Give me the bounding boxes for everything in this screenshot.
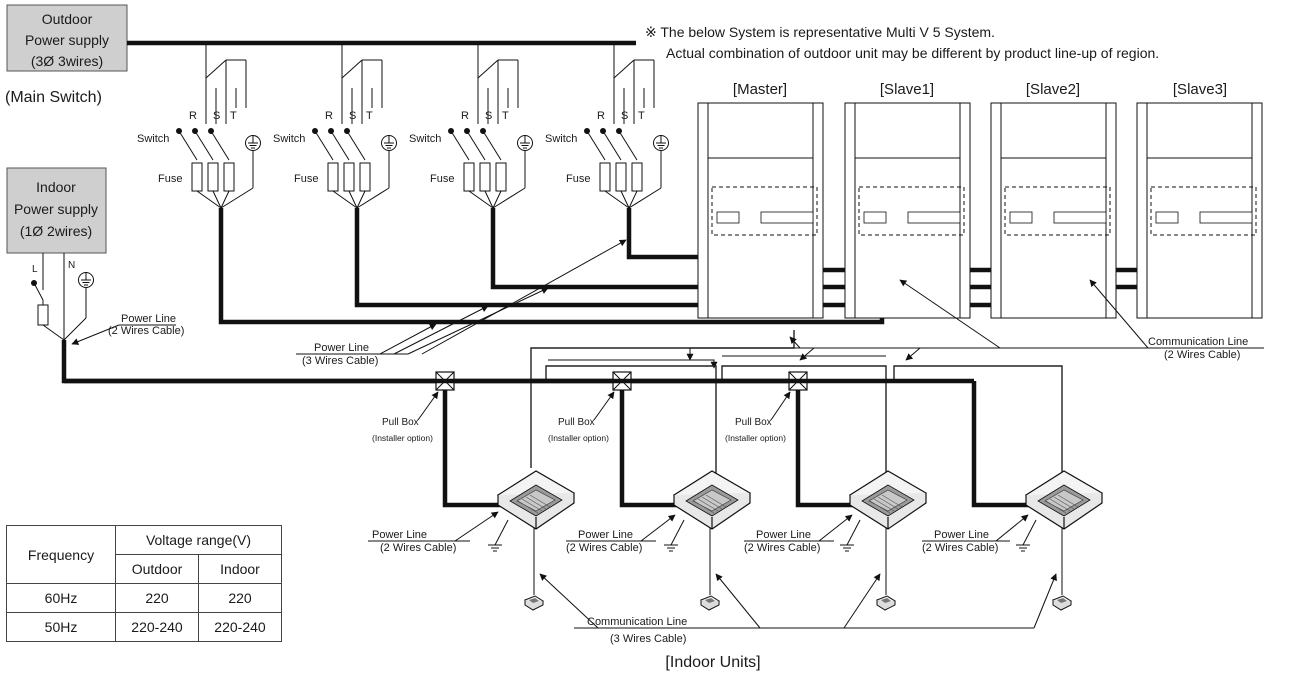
svg-text:Fuse: Fuse [294,173,318,185]
svg-text:(2 Wires Cable): (2 Wires Cable) [744,542,820,554]
power-line-3w-cable: (3 Wires Cable) [302,355,378,367]
pull-box-label-2: Pull Box (Installer option) [548,391,615,443]
svg-text:R: R [461,110,469,122]
outdoor-unit-slave3 [1136,102,1263,319]
svg-text:R: R [189,110,197,122]
col-indoor: Indoor [198,554,282,584]
svg-text:R: R [597,110,605,122]
svg-text:S: S [621,110,628,122]
svg-text:T: T [366,110,373,122]
indoor-supply-line3: (1Ø 2wires) [20,223,92,239]
outdoor-unit-slave1 [844,102,971,319]
indoor-power-label-4: Power Line (2 Wires Cable) [922,514,1029,554]
col-frequency: Frequency [6,525,116,584]
indoor-power-label-2: Power Line (2 Wires Cable) [566,514,676,554]
svg-text:Pull Box: Pull Box [558,417,595,428]
system-note-line1: ※ The below System is representative Mul… [645,24,995,40]
voltage-range-table: Frequency Voltage range(V) Outdoor Indoo… [6,525,282,642]
indoor-power-drops [442,381,1034,508]
svg-text:Switch: Switch [137,133,169,145]
outdoor-supply-line3: (3Ø 3wires) [31,53,103,69]
indoor-supply-wiring: L N [31,253,94,341]
col-voltage-range: Voltage range(V) [115,525,282,555]
table-row: 50Hz 220-240 220-240 [6,612,282,642]
svg-text:(Installer option): (Installer option) [725,433,786,443]
outdoor-unit-master [697,102,824,319]
indoor-power-label-3: Power Line (2 Wires Cable) [744,514,853,554]
svg-text:(Installer option): (Installer option) [372,433,433,443]
indoor-n-label: N [68,260,75,271]
comm-3w-cable: (3 Wires Cable) [610,633,686,645]
indoor-unit-3 [840,470,927,611]
indoor-units-label: [Indoor Units] [665,654,760,671]
indoor-unit-2 [664,470,751,611]
indoor-supply-line1: Indoor [36,179,76,195]
indoor-supply-line2: Power supply [14,201,98,217]
svg-text:Pull Box: Pull Box [382,417,419,428]
power-line-3w-label: Power Line [314,342,369,354]
comm-2w-label: Communication Line [1148,336,1248,348]
pull-box-label-3: Pull Box (Installer option) [725,391,791,443]
indoor-power-line-label: Power Line [121,313,176,325]
comm-2w-cable: (2 Wires Cable) [1164,349,1240,361]
slave2-label: [Slave2] [1026,81,1080,98]
outdoor-supply-line1: Outdoor [42,11,93,27]
svg-text:T: T [230,110,237,122]
svg-text:Fuse: Fuse [430,173,454,185]
svg-text:Pull Box: Pull Box [735,417,772,428]
svg-text:Power Line: Power Line [372,529,427,541]
svg-text:Switch: Switch [273,133,305,145]
svg-text:(2 Wires Cable): (2 Wires Cable) [380,542,456,554]
indoor-l-label: L [32,264,38,275]
svg-text:R: R [325,110,333,122]
system-note-line2: Actual combination of outdoor unit may b… [666,45,1159,61]
svg-text:(2 Wires Cable): (2 Wires Cable) [566,542,642,554]
svg-text:Fuse: Fuse [566,173,590,185]
outdoor-supply-line2: Power supply [25,32,109,48]
svg-text:Switch: Switch [409,133,441,145]
svg-text:Fuse: Fuse [158,173,182,185]
svg-text:S: S [349,110,356,122]
svg-text:S: S [485,110,492,122]
svg-text:(2 Wires Cable): (2 Wires Cable) [922,542,998,554]
svg-text:S: S [213,110,220,122]
svg-text:T: T [638,110,645,122]
indoor-power-supply-box [6,167,107,254]
comm-3w-label: Communication Line [587,616,687,628]
outdoor-unit-slave2 [990,102,1117,319]
indoor-unit-4 [1016,470,1103,611]
table-row: 60Hz 220 220 [6,583,282,613]
svg-text:Power Line: Power Line [578,529,633,541]
slave3-label: [Slave3] [1173,81,1227,98]
svg-text:Power Line: Power Line [934,529,989,541]
svg-text:(Installer option): (Installer option) [548,433,609,443]
svg-text:T: T [502,110,509,122]
col-outdoor: Outdoor [115,554,199,584]
indoor-unit-1 [488,470,575,611]
master-label: [Master] [733,81,787,98]
outdoor-power-supply-box [6,4,128,72]
svg-text:Switch: Switch [545,133,577,145]
pull-box-label-1: Pull Box (Installer option) [372,391,439,443]
indoor-power-label-1: Power Line (2 Wires Cable) [368,511,499,554]
indoor-power-line-cable: (2 Wires Cable) [108,325,184,337]
slave1-label: [Slave1] [880,81,934,98]
main-switch-label: (Main Switch) [5,89,102,106]
svg-text:Power Line: Power Line [756,529,811,541]
